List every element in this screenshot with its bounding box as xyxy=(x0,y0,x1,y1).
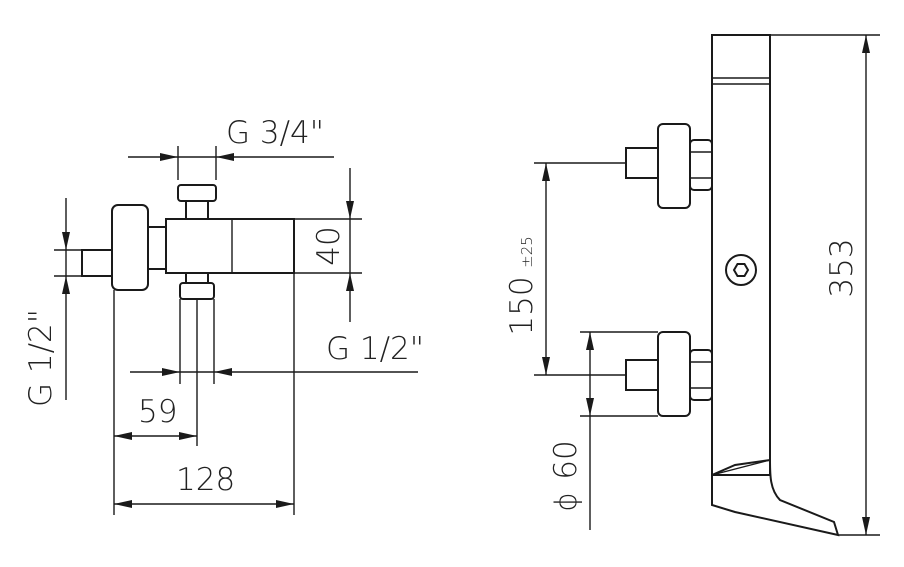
bottom-fitting-neck xyxy=(185,272,209,284)
mixer-body xyxy=(165,218,295,274)
hex-socket-icon xyxy=(732,263,750,277)
arrow xyxy=(862,35,870,53)
wall-flange xyxy=(111,204,149,291)
arrow xyxy=(62,276,70,294)
dim-128-label: 128 xyxy=(176,462,235,498)
right-view: 150 ±25 ϕ 60 353 xyxy=(504,34,880,537)
dim-diameter-symbol: ϕ xyxy=(549,492,583,511)
dim-diameter-label: 60 xyxy=(548,440,584,479)
arrow xyxy=(162,368,180,376)
lower-nut xyxy=(689,349,713,401)
inlet-nipple xyxy=(81,249,113,277)
spout-edge xyxy=(711,459,771,476)
spout-lever xyxy=(711,458,840,537)
dim-inlet-thread-right-label: G 1/2" xyxy=(326,331,424,367)
arrow xyxy=(214,368,232,376)
lower-inlet-nipple xyxy=(625,359,659,391)
dim-spacing-tolerance-label: ±25 xyxy=(518,236,536,268)
arrow xyxy=(542,163,550,181)
arrow xyxy=(114,432,132,440)
top-outlet-neck xyxy=(185,200,209,220)
dim-inlet-thread-side-label: G 1/2" xyxy=(23,309,59,407)
connection-nut xyxy=(147,226,167,270)
arrow xyxy=(179,432,197,440)
mixer-column xyxy=(711,34,771,476)
lower-flange xyxy=(657,331,691,417)
top-outlet-nut xyxy=(177,184,217,202)
arrow xyxy=(276,500,294,508)
arrow xyxy=(346,273,354,291)
arrow xyxy=(586,332,594,350)
dim-height-label: 40 xyxy=(311,226,347,265)
arrow xyxy=(216,153,234,161)
arrow xyxy=(114,500,132,508)
dim-59-label: 59 xyxy=(138,394,177,430)
arrow xyxy=(586,398,594,416)
upper-inlet-nipple xyxy=(625,147,659,179)
upper-flange xyxy=(657,123,691,209)
arrow xyxy=(542,357,550,375)
dim-spacing-label: 150 xyxy=(504,276,540,335)
arrow xyxy=(62,232,70,250)
dim-outlet-thread-label: G 3/4" xyxy=(226,115,324,151)
dim-total-height-label: 353 xyxy=(824,238,860,297)
arrow xyxy=(160,153,178,161)
upper-nut xyxy=(689,139,713,191)
left-view: G 3/4" 40 G 1/2" G 1/2" 59 128 xyxy=(23,115,424,515)
arrow xyxy=(346,201,354,219)
bottom-fitting-nut xyxy=(179,282,215,300)
arrow xyxy=(862,517,870,535)
hex-socket-circle xyxy=(725,254,757,286)
